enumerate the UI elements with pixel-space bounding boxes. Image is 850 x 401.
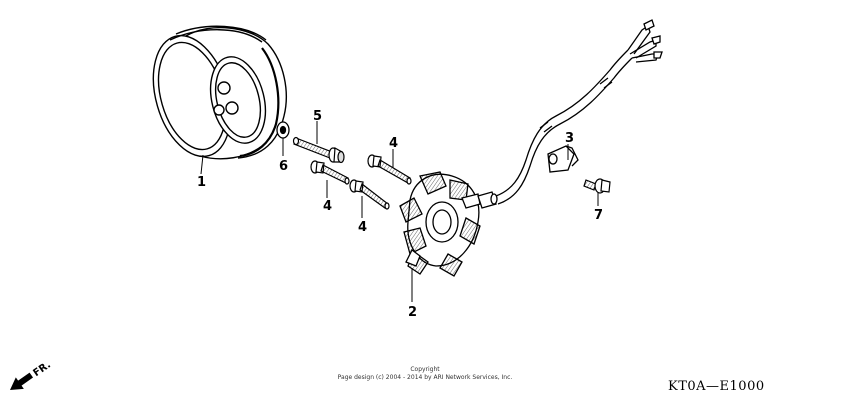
wire-harness-drawing (495, 19, 663, 205)
part-number-3: 3 (565, 131, 574, 146)
part-number-1: 1 (197, 175, 206, 190)
part-number-2: 2 (408, 305, 417, 320)
copyright-line-1: Copyright (410, 366, 440, 373)
bolt-drawing-b (367, 154, 412, 185)
copyright-line-2: Page design (c) 2004 - 2014 by ARI Netwo… (337, 374, 513, 381)
bolt-drawing-a (310, 160, 350, 185)
front-label: FR. (31, 359, 52, 379)
part-number-4-left: 4 (323, 199, 332, 214)
part-number-6: 6 (279, 159, 288, 174)
wire-clamp-drawing (547, 145, 579, 173)
screw-drawing (583, 178, 611, 194)
front-direction-arrow: FR. (10, 359, 53, 390)
part-number-7: 7 (594, 208, 603, 223)
part-number-4-top: 4 (389, 136, 398, 151)
leader-lines (200, 121, 599, 302)
arrow-icon (10, 372, 34, 390)
flywheel-drawing (152, 25, 287, 160)
bolt-drawing-c (349, 179, 390, 210)
washer-drawing (276, 121, 290, 139)
part-number-4-lower: 4 (358, 220, 367, 235)
stator-drawing (399, 171, 498, 277)
diagram-reference-code: KT0A—E1000 (668, 379, 765, 394)
part-number-5: 5 (313, 109, 322, 124)
flange-bolt-drawing (292, 136, 345, 164)
leader-1 (200, 154, 204, 175)
part-labels: 1 2 3 4 4 4 5 6 7 (197, 109, 603, 320)
